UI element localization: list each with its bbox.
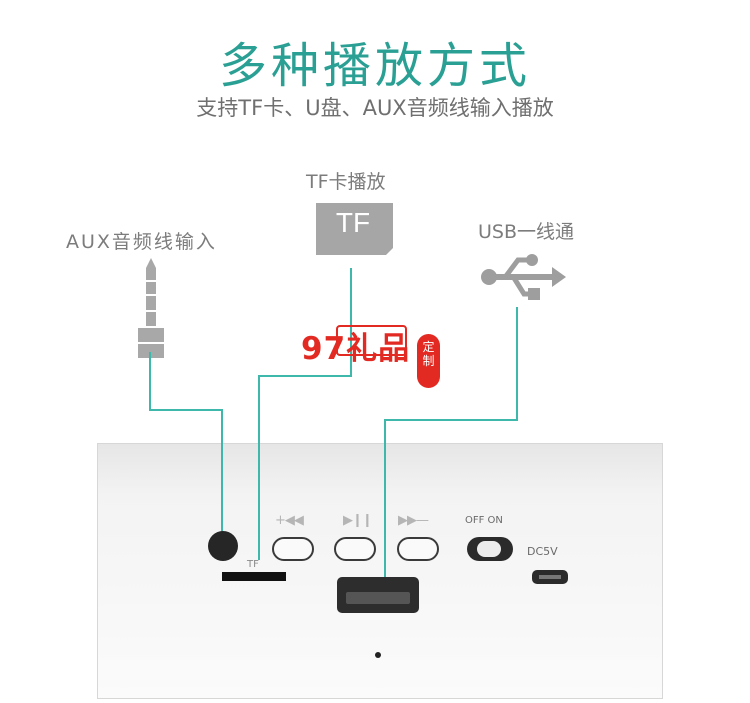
vol-up-glyph: ▶▶— — [398, 513, 429, 528]
microphone-hole — [375, 652, 381, 658]
previous-volume-down-button[interactable] — [272, 537, 314, 561]
aux-label: AUX音频线输入 — [66, 231, 217, 253]
play-pause-button[interactable] — [334, 537, 376, 561]
brand-watermark: 97礼品 — [301, 331, 411, 367]
seal-stamp: 定制 — [417, 334, 440, 388]
tf-slot-label: TF — [247, 559, 259, 570]
tf-card-text: TF — [335, 207, 371, 238]
power-switch-knob — [477, 541, 501, 557]
usb-label: USB一线通 — [478, 221, 575, 243]
brand-box — [336, 325, 407, 356]
power-switch-label: OFF ON — [465, 515, 503, 526]
page-subtitle: 支持TF卡、U盘、AUX音频线输入播放 — [196, 96, 554, 120]
dc-port-inner — [539, 575, 561, 579]
page-title: 多种播放方式 — [218, 38, 531, 94]
tf-label: TF卡播放 — [306, 171, 386, 193]
aux-port — [208, 531, 238, 561]
next-volume-up-button[interactable] — [397, 537, 439, 561]
tf-card-icon — [316, 203, 393, 255]
tf-card-slot — [222, 572, 286, 581]
usb-port-inner — [346, 592, 410, 604]
vol-down-glyph: +◀◀ — [275, 513, 304, 528]
dc-port-label: DC5V — [527, 545, 558, 558]
usb-icon — [481, 254, 566, 300]
play-pause-glyph: ▶❙❙ — [343, 513, 373, 528]
